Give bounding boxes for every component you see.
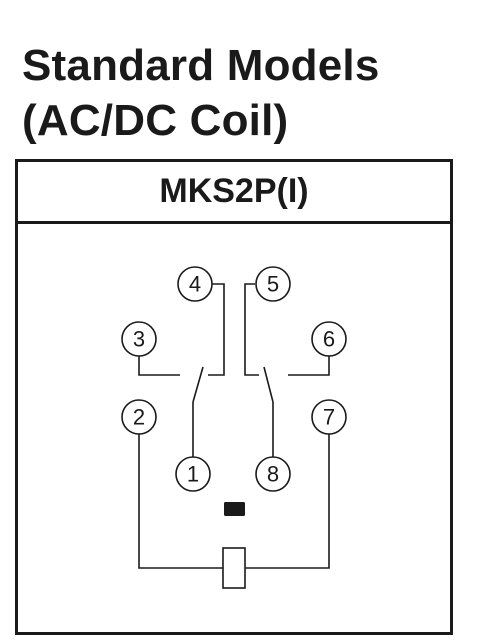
- indicator-mark: [224, 502, 245, 516]
- switch-blade-a: [192, 366, 204, 403]
- pin-5-circle: [255, 266, 291, 302]
- wire-pin3-contact: [138, 356, 180, 376]
- pin-7-label: 7: [323, 405, 335, 430]
- wire-pin2-coil: [138, 434, 223, 569]
- pin-6: 6: [311, 321, 347, 357]
- pin-8-circle: [255, 456, 291, 492]
- pin-4-label: 4: [189, 272, 201, 297]
- pin-8: 8: [255, 456, 291, 492]
- model-name-header: MKS2P(I): [18, 162, 450, 224]
- pin-2: 2: [121, 399, 157, 435]
- pin-5-label: 5: [267, 272, 279, 297]
- pin-1-label: 1: [187, 462, 199, 487]
- switch-blade-b: [263, 366, 274, 403]
- pin-2-label: 2: [133, 405, 145, 430]
- pin-1-circle: [175, 456, 211, 492]
- pin-6-label: 6: [323, 327, 335, 352]
- wire-pin6-contact: [288, 356, 330, 376]
- pin-4: 4: [177, 266, 213, 302]
- wire-pin7-coil: [245, 434, 330, 569]
- coil-symbol: [222, 547, 246, 589]
- pin-6-circle: [311, 321, 347, 357]
- title-line-1: Standard Models: [22, 41, 380, 90]
- page-title: Standard Models (AC/DC Coil): [22, 38, 380, 148]
- pin-8-label: 8: [267, 462, 279, 487]
- pin-3-label: 3: [133, 327, 145, 352]
- pin-3-circle: [121, 321, 157, 357]
- pin-1: 1: [175, 456, 211, 492]
- pin-5: 5: [255, 266, 291, 302]
- wire-pin4-contact: [208, 283, 225, 376]
- pin-3: 3: [121, 321, 157, 357]
- pin-4-circle: [177, 266, 213, 302]
- pin-7-circle: [311, 399, 347, 435]
- pin-7: 7: [311, 399, 347, 435]
- title-line-2: (AC/DC Coil): [22, 96, 289, 145]
- pin-2-circle: [121, 399, 157, 435]
- diagram-frame: MKS2P(I): [15, 159, 453, 635]
- wire-pin5-contact: [244, 283, 259, 376]
